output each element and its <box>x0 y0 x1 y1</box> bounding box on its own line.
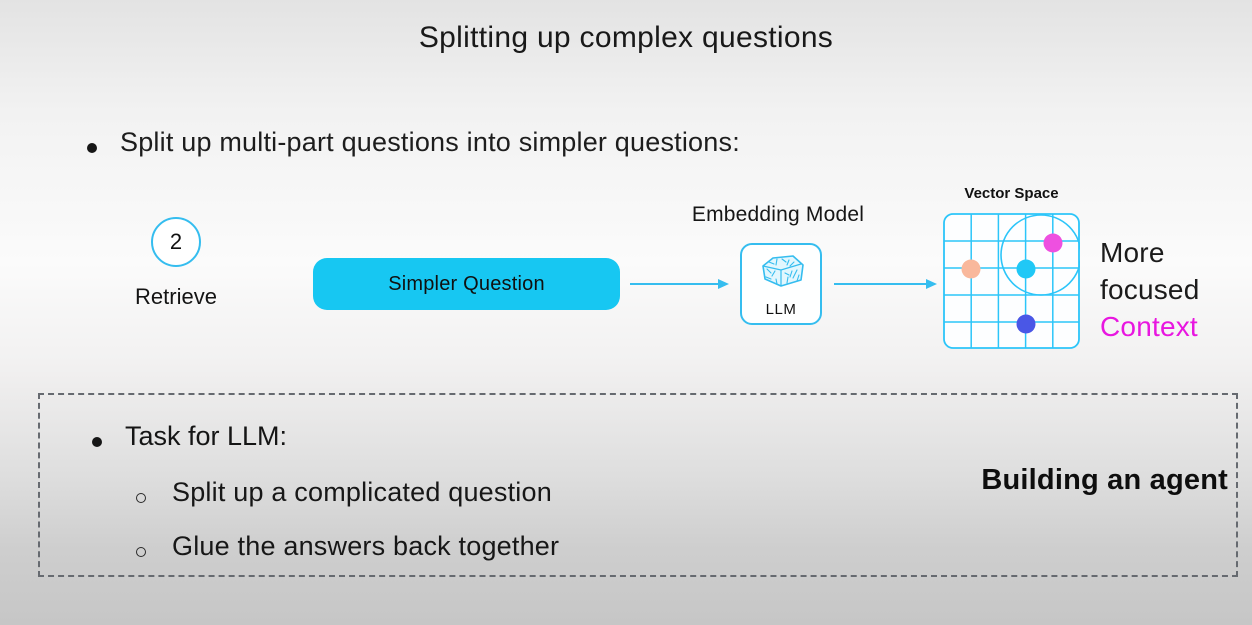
task-item: Glue the answers back together <box>172 531 560 561</box>
bullet-dot <box>92 437 102 447</box>
vector-dot-salmon <box>961 259 981 279</box>
result-line: focused <box>1100 274 1200 305</box>
step-number-badge: 2 <box>151 217 201 267</box>
slide-title: Splitting up complex questions <box>418 21 834 54</box>
arrow-right-icon <box>834 279 937 289</box>
result-caption: More focused Context <box>1100 234 1199 345</box>
intro-bullet-text: Split up multi-part questions into simpl… <box>120 127 740 157</box>
vector-dot-blue <box>1016 314 1036 334</box>
llm-label: LLM <box>765 301 797 318</box>
arrow-right-icon <box>630 279 729 289</box>
bullet-dot <box>87 143 97 153</box>
brain-chip-icon <box>762 255 804 287</box>
building-an-agent-label: Building an agent <box>981 464 1228 496</box>
vector-space-grid <box>943 213 1080 349</box>
llm-box: LLM <box>740 243 822 325</box>
sub-bullet-icon <box>136 547 146 557</box>
vector-dot-cyan <box>1016 259 1036 279</box>
vector-space-label: Vector Space <box>964 185 1059 202</box>
focus-circle-outline <box>1000 214 1080 296</box>
task-heading: Task for LLM: <box>125 421 288 451</box>
sub-bullet-icon <box>136 493 146 503</box>
task-box <box>38 393 1238 577</box>
simpler-question-label: Simpler Question <box>388 272 545 295</box>
step-label: Retrieve <box>135 284 217 309</box>
step-number: 2 <box>169 229 183 254</box>
vector-dot-pink <box>1043 233 1063 253</box>
embedding-model-label: Embedding Model <box>691 203 865 226</box>
task-item: Split up a complicated question <box>172 477 552 507</box>
result-line-context: Context <box>1100 311 1198 342</box>
simpler-question-box: Simpler Question <box>313 258 620 310</box>
result-line: More <box>1100 237 1165 268</box>
